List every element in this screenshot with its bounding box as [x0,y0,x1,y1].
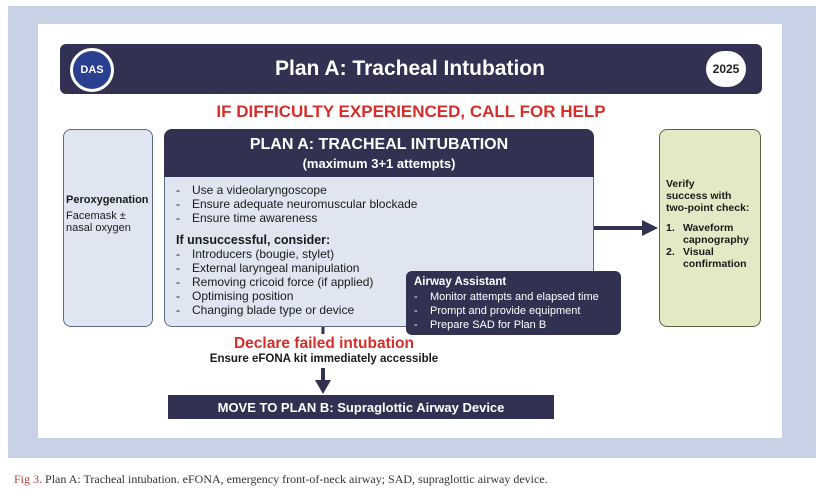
verify-item-1-number: 1. [666,222,675,234]
plan-b-label: MOVE TO PLAN B: Supraglottic Airway Devi… [217,399,505,415]
figure-caption: Fig 3. Plan A: Tracheal intubation. eFON… [14,472,814,487]
plan-b-bar [168,395,554,419]
plan-a-item-1: Use a videolaryngoscope [192,183,327,197]
verify-item-2-line-2: confirmation [683,258,747,270]
caption-figure-number: Fig 3. [14,472,43,486]
bullet-dash: - [176,183,180,197]
verify-item-2-line-1: Visual [683,246,714,258]
bullet-dash: - [176,303,180,317]
airway-assistant-title: Airway Assistant [414,276,507,288]
consider-item-3: Removing cricoid force (if applied) [192,275,374,289]
verify-item-1-line-1: Waveform [683,222,734,234]
bullet-dash: - [414,319,418,331]
year-badge: 2025 [706,51,746,87]
plan-a-header [164,129,594,177]
plan-a-subtitle: (maximum 3+1 attempts) [302,156,456,171]
peroxygenation-title: Peroxygenation [66,194,149,206]
verify-box [659,129,761,327]
consider-item-5: Changing blade type or device [192,303,355,317]
bullet-dash: - [176,289,180,303]
consider-item-2: External laryngeal manipulation [192,261,360,275]
caption-text: Plan A: Tracheal intubation. eFONA, emer… [42,472,548,486]
plan-a-item-3: Ensure time awareness [192,211,318,225]
assistant-item-3: Prepare SAD for Plan B [430,319,547,331]
bullet-dash: - [176,197,180,211]
declare-failed-intubation: Declare failed intubation [233,335,414,352]
bullet-dash: - [176,261,180,275]
plan-a-title: PLAN A: TRACHEAL INTUBATION [249,136,509,153]
call-for-help-alert: IF DIFFICULTY EXPERIENCED, CALL FOR HELP [216,102,606,121]
plan-a-item-2: Ensure adequate neuromuscular blockade [192,197,418,211]
arrow-to-plan-b [315,368,331,394]
consider-item-1: Introducers (bougie, stylet) [192,247,335,261]
das-logo-icon: DAS [73,51,111,89]
assistant-item-2: Prompt and provide equipment [430,305,581,317]
peroxygenation-box [63,129,153,327]
efona-note: Ensure eFONA kit immediately accessible [209,353,439,365]
verify-line-3: two-point check: [666,202,750,214]
airway-assistant-box [406,271,621,335]
bullet-dash: - [176,275,180,289]
peroxygenation-line-1: Facemask ± [66,210,126,222]
arrow-to-verify [594,220,658,236]
consider-item-4: Optimising position [192,289,294,303]
header-bar [60,44,762,94]
verify-item-2-number: 2. [666,246,675,258]
verify-line-2: success with [666,190,732,202]
bullet-dash: - [176,247,180,261]
verify-item-1-line-2: capnography [683,234,749,246]
assistant-item-1: Monitor attempts and elapsed time [430,291,599,303]
peroxygenation-line-2: nasal oxygen [66,222,131,234]
consider-heading: If unsuccessful, consider: [176,233,331,247]
bullet-dash: - [176,211,180,225]
header-title: Plan A: Tracheal Intubation [275,57,545,80]
verify-line-1: Verify [666,178,695,190]
bullet-dash: - [414,291,418,303]
bullet-dash: - [414,305,418,317]
